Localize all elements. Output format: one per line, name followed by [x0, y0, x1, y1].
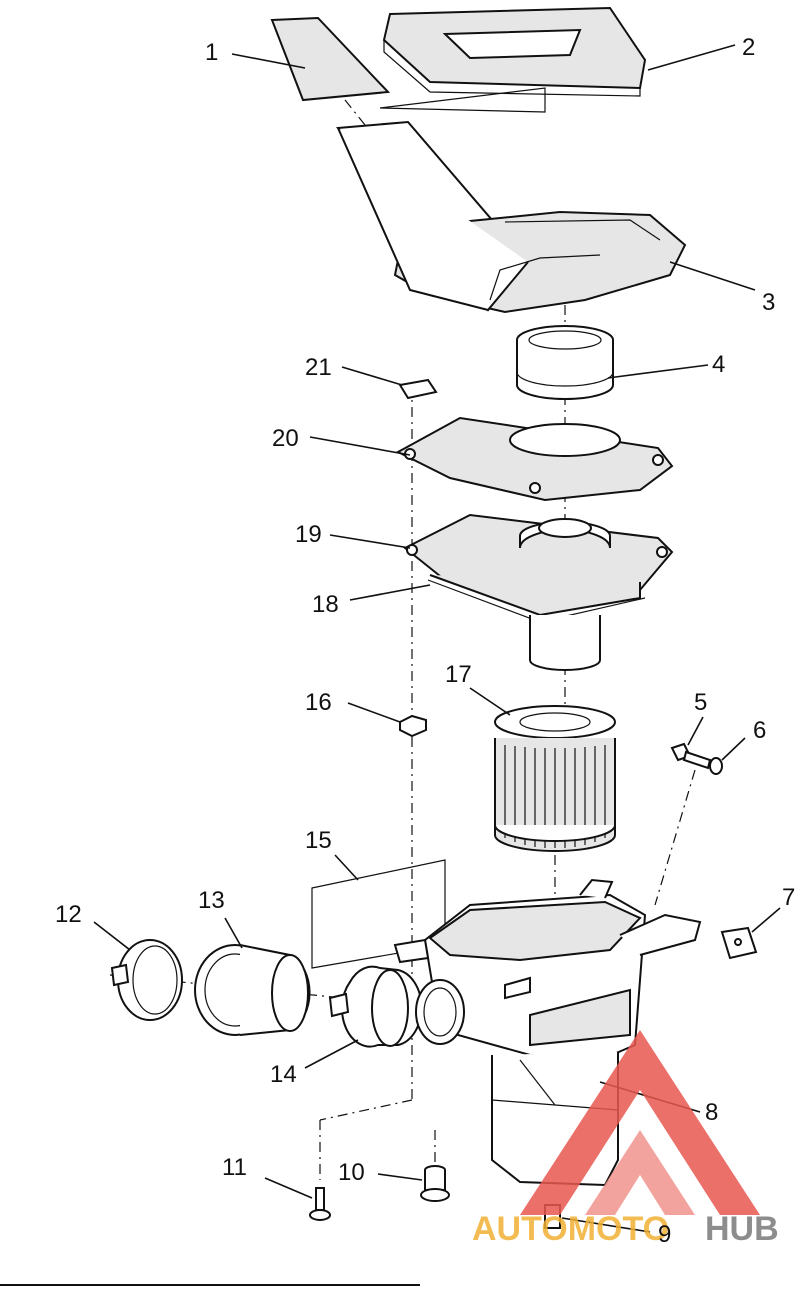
part-6-washer	[709, 757, 723, 775]
callout-12: 12	[55, 901, 82, 928]
center-tube	[529, 615, 601, 671]
part-5-bolt	[670, 742, 712, 770]
part-13-intake-tube	[194, 944, 311, 1036]
part-2-foam-frame	[382, 6, 647, 97]
part-14-clamp	[328, 965, 423, 1048]
callout-4: 4	[712, 351, 725, 378]
part-12-clamp	[110, 939, 183, 1021]
callout-3: 3	[762, 289, 775, 316]
callout-13: 13	[198, 887, 225, 914]
callout-19: 19	[295, 521, 322, 548]
part-3-intake-cover	[336, 120, 687, 314]
callout-1: 1	[205, 39, 218, 66]
watermark-triangle-inner	[585, 1130, 695, 1215]
callout-21: 21	[305, 354, 332, 381]
part-16-nut	[399, 714, 427, 738]
callout-7: 7	[782, 884, 795, 911]
callout-9: 9	[658, 1221, 671, 1248]
watermark-triangle-outer	[520, 1030, 760, 1215]
callout-20: 20	[272, 425, 299, 452]
part-4-coupler	[516, 325, 614, 400]
callout-14: 14	[270, 1061, 297, 1088]
part-19-housing-lid	[403, 513, 674, 617]
callout-5: 5	[694, 689, 707, 716]
part-11-screw	[309, 1187, 331, 1221]
part-17-filter-element	[494, 705, 616, 852]
callout-11: 11	[222, 1154, 247, 1181]
callout-17: 17	[445, 661, 472, 688]
callout-labels: 1 2 3 4 5 6 7 8 9 10 11 12 13 14 15 16 1…	[55, 34, 795, 1248]
callout-16: 16	[305, 689, 332, 716]
callout-6: 6	[753, 717, 766, 744]
part-7-mount-clip	[720, 926, 758, 960]
part-20-gasket-plate	[395, 416, 674, 502]
callout-18: 18	[312, 591, 339, 618]
part-1-foam-pad	[270, 16, 546, 126]
watermark-logo: AUTOMOTO HUB	[472, 1030, 779, 1248]
callout-2: 2	[742, 34, 755, 61]
housing-intake-stub	[415, 979, 465, 1045]
part-21-clip	[398, 378, 438, 400]
watermark-text-part2: HUB	[705, 1210, 779, 1248]
watermark-text-part1: AUTOMOTO	[472, 1210, 669, 1248]
part-10-grommet	[420, 1165, 450, 1202]
callout-15: 15	[305, 827, 332, 854]
callout-10: 10	[338, 1159, 365, 1186]
callout-8: 8	[705, 1099, 718, 1126]
